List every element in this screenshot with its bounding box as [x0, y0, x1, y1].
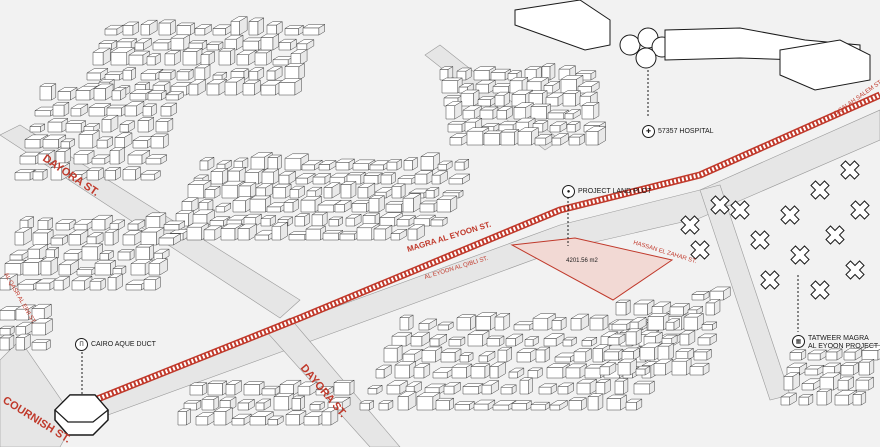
aqueduct-label: CAIRO AQUE DUCT — [91, 341, 156, 348]
hospital-icon: ✚ — [642, 125, 655, 138]
tatweer-callout[interactable]: ▦ TATWEER MAGRA AL EYOON PROJECT — [792, 335, 878, 351]
hospital-label: 57357 HOSPITAL — [658, 128, 714, 135]
project-plot-label: PROJECT LAND PLOT — [578, 188, 652, 195]
location-pin-icon: ● — [562, 185, 575, 198]
building-icon: ▦ — [792, 335, 805, 348]
tatweer-housing-blocks — [680, 160, 870, 300]
magra-al-eyoon-road — [0, 109, 880, 447]
hospital-building — [514, 0, 871, 91]
project-plot-callout[interactable]: ● PROJECT LAND PLOT — [562, 185, 651, 198]
aqueduct-wall — [93, 91, 880, 404]
project-plot-area[interactable] — [510, 237, 674, 301]
building-fabric — [0, 16, 880, 426]
aqueduct-callout[interactable]: Π CAIRO AQUE DUCT — [75, 338, 156, 351]
tatweer-label-line2: AL EYOON PROJECT — [808, 343, 879, 350]
aqueduct-icon: Π — [75, 338, 88, 351]
plot-area-label: 4201.56 m2 — [566, 258, 598, 264]
callout-lines — [81, 70, 799, 395]
cairo-aqueduct-tower — [54, 394, 109, 436]
aqueduct-inner — [94, 93, 880, 402]
tatweer-label-line1: TATWEER MAGRA — [808, 335, 869, 342]
hospital-callout[interactable]: ✚ 57357 HOSPITAL — [642, 125, 714, 138]
